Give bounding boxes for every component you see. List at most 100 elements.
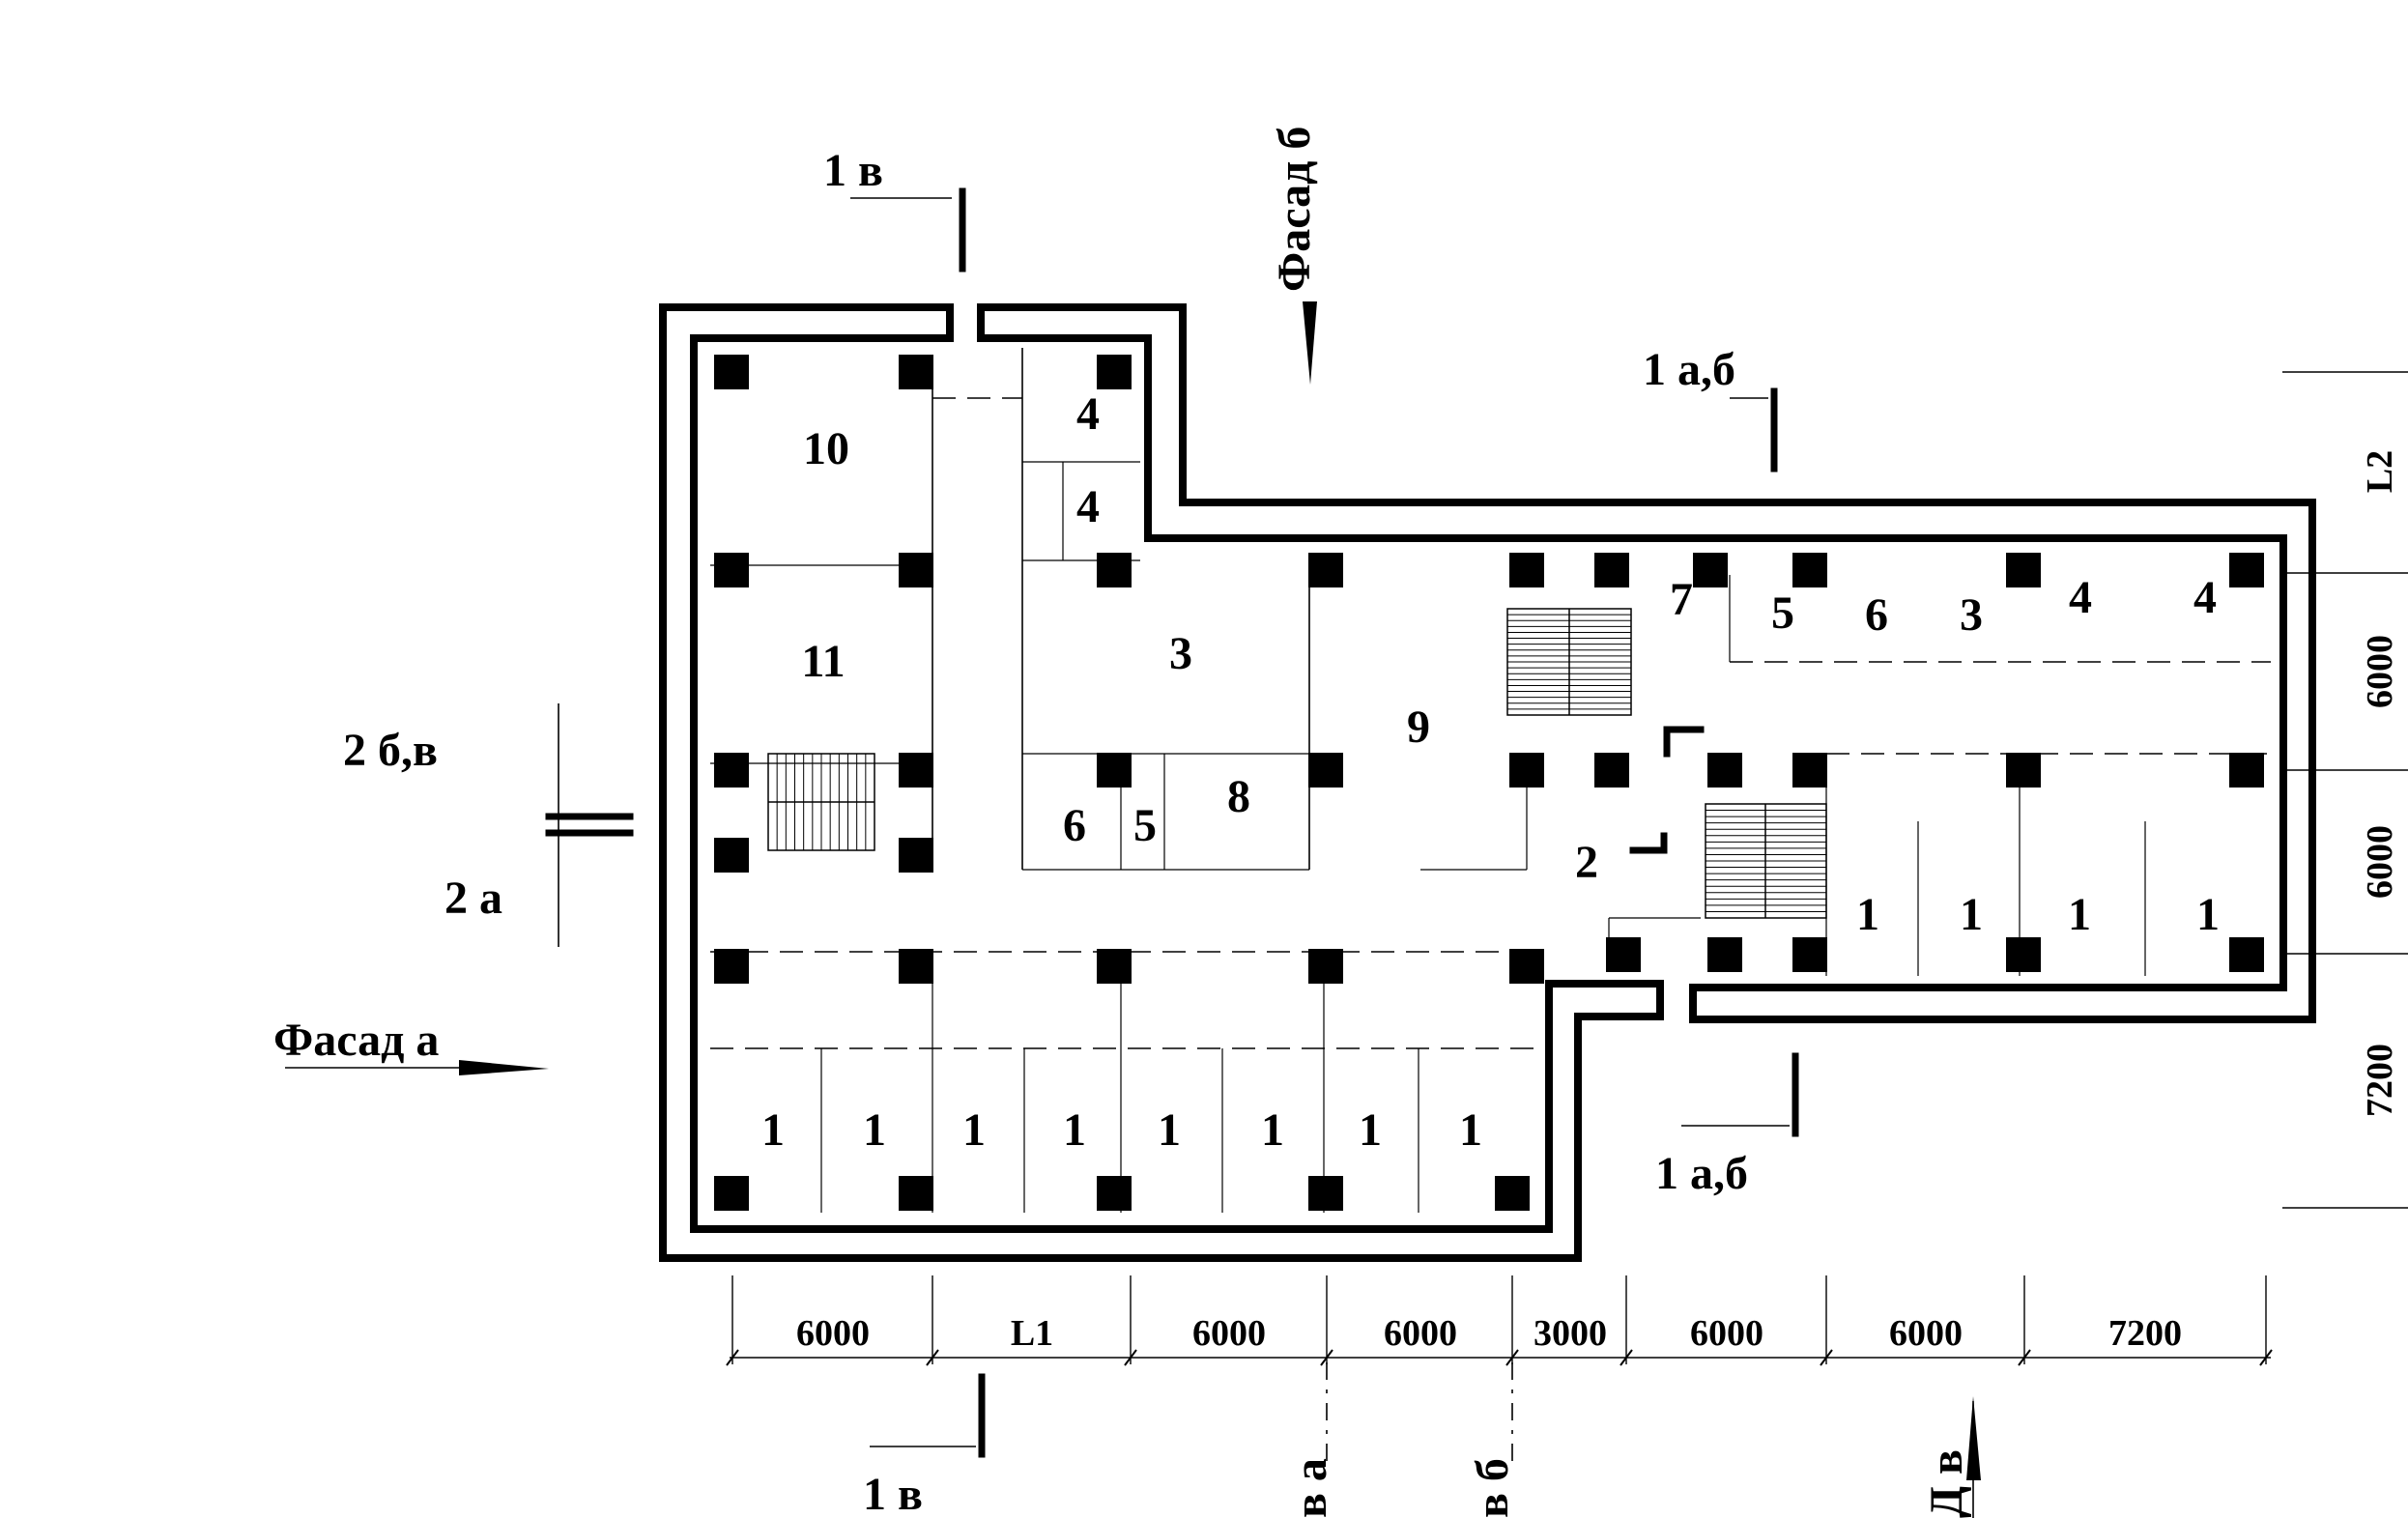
column xyxy=(1509,553,1544,587)
facade-c-label: Д в xyxy=(1921,1449,1972,1518)
room-label: 1 xyxy=(1261,1104,1284,1156)
column xyxy=(1308,949,1343,984)
room-label: 1 xyxy=(1158,1104,1181,1156)
room-label: 10 xyxy=(803,423,849,474)
partition-bracket xyxy=(1663,726,1705,758)
arrow-down-icon xyxy=(1303,301,1317,385)
column xyxy=(1792,937,1827,972)
dimension-label: 3000 xyxy=(1534,1313,1607,1354)
axis-a-label: в а xyxy=(1285,1458,1336,1518)
axis-b-label: в б xyxy=(1467,1458,1518,1518)
room-label: 7 xyxy=(1670,574,1693,625)
dimension-line-bottom: 6000 L1 6000 6000 3000 6000 6000 7200 xyxy=(726,1275,2273,1366)
room-label: 1 xyxy=(1063,1104,1086,1156)
column xyxy=(899,1176,933,1211)
room-label: 1 xyxy=(2196,889,2220,940)
stairs xyxy=(767,608,1827,919)
dimension-tick xyxy=(1124,1349,1137,1366)
column xyxy=(1707,753,1742,788)
room-label: 3 xyxy=(1960,589,1983,641)
column xyxy=(2229,553,2264,587)
outer-wall xyxy=(659,303,1664,1262)
column xyxy=(2006,553,2041,587)
dimension-tick xyxy=(1620,1349,1633,1366)
column xyxy=(1308,753,1343,788)
column xyxy=(714,949,749,984)
room-label: 1 xyxy=(962,1104,986,1156)
column xyxy=(2229,937,2264,972)
column xyxy=(899,553,933,587)
dimension-tick xyxy=(2259,1349,2273,1366)
room-label: 5 xyxy=(1133,800,1157,851)
room-label: 4 xyxy=(1076,388,1100,440)
column xyxy=(714,355,749,389)
dimension-label: 6000 xyxy=(1690,1313,1763,1354)
dimension-line-right: L2 6000 6000 7200 xyxy=(2282,371,2408,1209)
section-label: 1 в xyxy=(823,145,883,196)
column xyxy=(1606,937,1641,972)
column xyxy=(1792,553,1827,587)
column xyxy=(899,949,933,984)
dimension-tick xyxy=(2018,1349,2031,1366)
section-label: 1 в xyxy=(863,1469,923,1518)
section-label: 1 а,б xyxy=(1655,1148,1748,1199)
room-label: 1 xyxy=(1359,1104,1382,1156)
column xyxy=(899,838,933,873)
dimension-label: 6000 xyxy=(796,1313,870,1354)
dimension-tick xyxy=(1505,1349,1519,1366)
room-label: 1 xyxy=(1960,889,1983,940)
building-walls xyxy=(659,303,2316,1262)
facade-marks: Фасад а Фасад б Д в в а в б xyxy=(273,127,1981,1518)
room-label: 1 xyxy=(863,1104,886,1156)
column xyxy=(714,553,749,587)
dimension-tick xyxy=(1820,1349,1833,1366)
column xyxy=(1594,553,1629,587)
room-label: 4 xyxy=(2193,572,2217,623)
column xyxy=(2006,753,2041,788)
column xyxy=(1594,753,1629,788)
column xyxy=(1509,949,1544,984)
column xyxy=(714,753,749,788)
column xyxy=(2006,937,2041,972)
room-labels: 10 11 4 4 3 9 6 5 8 7 5 6 3 4 4 2 1 1 1 … xyxy=(761,388,2220,1156)
section-marks: 1 в 1 в 1 а,б 1 а,б 2 б,в 2 а xyxy=(343,145,1799,1518)
dimension-label: L1 xyxy=(1011,1313,1053,1354)
facade-b-label: Фасад б xyxy=(1269,127,1320,292)
dimension-label: 7200 xyxy=(2360,1044,2400,1117)
column xyxy=(1097,553,1132,587)
room-label: 1 xyxy=(1459,1104,1482,1156)
dimension-label: L2 xyxy=(2360,450,2400,493)
arrow-up-icon xyxy=(1966,1396,1981,1480)
partition-bracket xyxy=(1629,832,1668,854)
column xyxy=(1097,753,1132,788)
room-label: 2 xyxy=(1575,837,1598,888)
room-label: 4 xyxy=(1076,481,1100,532)
column xyxy=(714,1176,749,1211)
room-label: 6 xyxy=(1865,589,1888,641)
column xyxy=(2229,753,2264,788)
room-label: 1 xyxy=(1856,889,1879,940)
dimension-label: 6000 xyxy=(1384,1313,1457,1354)
facade-a-label: Фасад а xyxy=(273,1015,439,1066)
room-label: 4 xyxy=(2069,572,2092,623)
room-label: 8 xyxy=(1227,771,1250,822)
dimension-label: 6000 xyxy=(1192,1313,1266,1354)
column xyxy=(1097,949,1132,984)
column xyxy=(1495,1176,1530,1211)
dimension-tick xyxy=(926,1349,939,1366)
dimension-label: 7200 xyxy=(2108,1313,2182,1354)
dimension-tick xyxy=(1320,1349,1333,1366)
column xyxy=(899,753,933,788)
room-label: 11 xyxy=(801,636,845,687)
room-label: 9 xyxy=(1407,702,1430,753)
section-label: 1 а,б xyxy=(1643,344,1735,395)
dimension-label: 6000 xyxy=(2360,635,2400,708)
column xyxy=(1707,937,1742,972)
column xyxy=(714,838,749,873)
structural-columns xyxy=(714,355,2264,1211)
column xyxy=(1693,553,1728,587)
dimension-label: 6000 xyxy=(2360,825,2400,899)
arrow-right-icon xyxy=(459,1060,549,1075)
section-label: 2 а xyxy=(444,873,502,924)
